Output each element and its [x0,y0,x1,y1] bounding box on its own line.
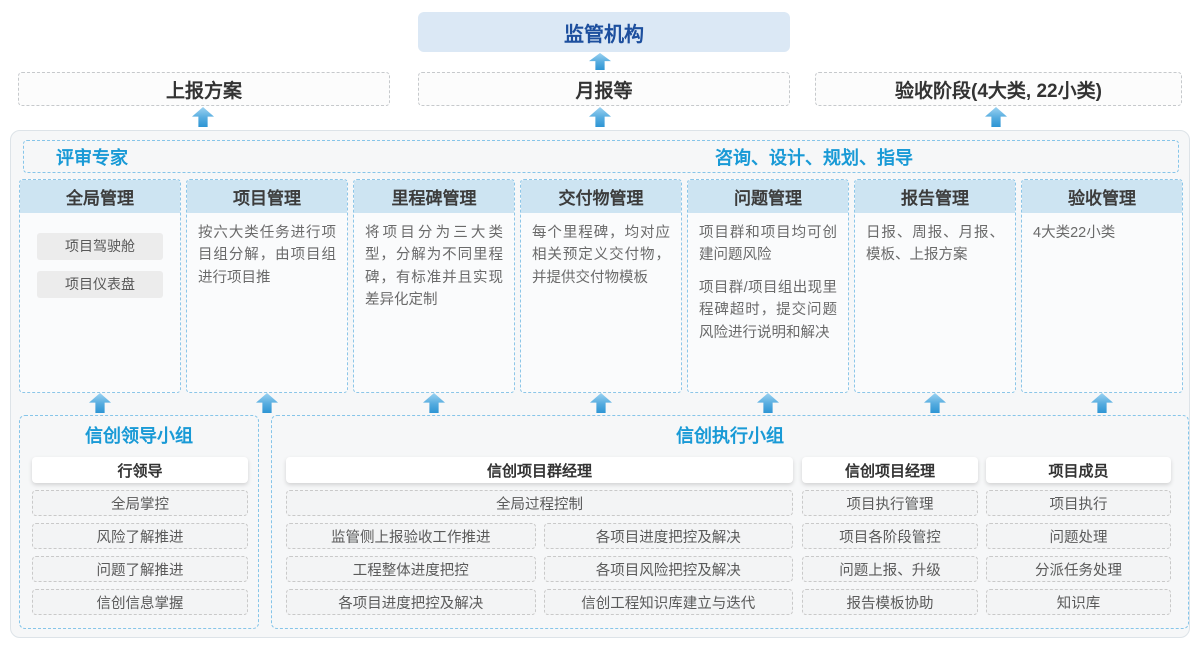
duty-item: 信创工程知识库建立与迭代 [543,589,793,615]
program-manager-col2: 各项目进度把控及解决 各项目风险把控及解决 信创工程知识库建立与迭代 [543,523,793,615]
duty-item: 风险了解推进 [32,523,248,549]
duty-item: 知识库 [986,589,1171,615]
column-title: 里程碑管理 [354,180,514,213]
report-box-plan: 上报方案 [18,72,390,106]
arrow-up-icon [589,53,611,70]
column-body: 项目群和项目均可创建问题风险 项目群/项目组出现里程碑超时，提交问题风险进行说明… [688,213,848,353]
column-body: 将项目分为三大类型，分解为不同里程碑，有标准并且实现差异化定制 [354,213,514,321]
role-header: 行领导 [32,457,248,483]
arrow-up-icon [89,393,111,413]
duty-item: 工程整体进度把控 [286,556,536,582]
program-manager-col1: 监管侧上报验收工作推进 工程整体进度把控 各项目进度把控及解决 [286,523,536,615]
column-issue-mgmt: 问题管理 项目群和项目均可创建问题风险 项目群/项目组出现里程碑超时，提交问题风… [687,179,849,393]
member-stack: 项目成员 项目执行 问题处理 分派任务处理 知识库 [986,457,1171,615]
report-box-monthly: 月报等 [418,72,790,106]
arrow-up-icon [924,393,946,413]
role-header: 信创项目经理 [802,457,978,483]
arrow-up-icon [423,393,445,413]
arrow-up-icon [757,393,779,413]
column-body: 4大类22小类 [1022,213,1182,253]
duty-item: 项目执行管理 [802,490,978,516]
column-body: 项目驾驶舱 项目仪表盘 [20,213,180,307]
program-manager-columns: 监管侧上报验收工作推进 工程整体进度把控 各项目进度把控及解决 各项目进度把控及… [286,523,793,615]
duty-item: 项目执行 [986,490,1171,516]
column-title: 问题管理 [688,180,848,213]
leader-group: 信创领导小组 行领导 全局掌控 风险了解推进 问题了解推进 信创信息掌握 [19,415,259,629]
arrow-up-icon [256,393,278,413]
project-manager-stack: 信创项目经理 项目执行管理 项目各阶段管控 问题上报、升级 报告模板协助 [802,457,978,615]
column-title: 项目管理 [187,180,347,213]
column-item: 项目仪表盘 [37,271,163,298]
duty-item: 信创信息掌握 [32,589,248,615]
duty-item: 各项目进度把控及解决 [543,523,793,549]
arrow-up-icon [985,107,1007,127]
duty-item: 各项目风险把控及解决 [543,556,793,582]
column-body: 按六大类任务进行项目组分解，由项目组进行项目推 [187,213,347,298]
column-paragraph: 日报、周报、月报、模板、上报方案 [866,225,1004,264]
duty-item: 报告模板协助 [802,589,978,615]
duty-item: 各项目进度把控及解决 [286,589,536,615]
leader-group-stack: 行领导 全局掌控 风险了解推进 问题了解推进 信创信息掌握 [32,457,248,615]
experts-label: 评审专家 [56,147,128,168]
report-box-acceptance: 验收阶段(4大类, 22小类) [815,72,1182,106]
role-header: 项目成员 [986,457,1171,483]
column-project-mgmt: 项目管理 按六大类任务进行项目组分解，由项目组进行项目推 [186,179,348,393]
program-manager-stack: 信创项目群经理 全局过程控制 监管侧上报验收工作推进 工程整体进度把控 各项目进… [286,457,793,615]
exec-group-title: 信创执行小组 [676,426,784,446]
column-report-mgmt: 报告管理 日报、周报、月报、模板、上报方案 [854,179,1016,393]
duty-item: 全局过程控制 [286,490,793,516]
duty-item: 全局掌控 [32,490,248,516]
arrow-up-icon [192,107,214,127]
duty-item: 问题上报、升级 [802,556,978,582]
duty-item: 分派任务处理 [986,556,1171,582]
duty-item: 监管侧上报验收工作推进 [286,523,536,549]
column-item: 项目驾驶舱 [37,233,163,260]
arrow-up-icon [1091,393,1113,413]
column-milestone-mgmt: 里程碑管理 将项目分为三大类型，分解为不同里程碑，有标准并且实现差异化定制 [353,179,515,393]
column-body: 每个里程碑，均对应相关预定义交付物，并提供交付物模板 [521,213,681,298]
regulator-box: 监管机构 [418,12,790,52]
column-acceptance-mgmt: 验收管理 4大类22小类 [1021,179,1183,393]
duty-item: 问题处理 [986,523,1171,549]
column-global-mgmt: 全局管理 项目驾驶舱 项目仪表盘 [19,179,181,393]
experts-strip: 评审专家 咨询、设计、规划、指导 [23,140,1179,173]
duty-item: 问题了解推进 [32,556,248,582]
leader-group-title: 信创领导小组 [85,426,193,446]
column-paragraph: 将项目分为三大类型，分解为不同里程碑，有标准并且实现差异化定制 [365,225,503,309]
exec-group: 信创执行小组 信创项目群经理 全局过程控制 监管侧上报验收工作推进 工程整体进度… [271,415,1189,629]
column-paragraph: 项目群和项目均可创建问题风险 [699,225,837,264]
consulting-label: 咨询、设计、规划、指导 [715,147,913,168]
column-title: 交付物管理 [521,180,681,213]
column-paragraph: 按六大类任务进行项目组分解，由项目组进行项目推 [198,225,336,286]
arrow-up-icon [589,107,611,127]
platform-container: 评审专家 咨询、设计、规划、指导 全局管理 项目驾驶舱 项目仪表盘 项目管理 按… [10,130,1190,638]
arrow-up-icon [590,393,612,413]
column-paragraph: 项目群/项目组出现里程碑超时，提交问题风险进行说明和解决 [699,279,837,341]
duty-item: 项目各阶段管控 [802,523,978,549]
role-header: 信创项目群经理 [286,457,793,483]
column-paragraph: 每个里程碑，均对应相关预定义交付物，并提供交付物模板 [532,225,670,286]
column-paragraph: 4大类22小类 [1033,225,1116,241]
column-title: 验收管理 [1022,180,1182,213]
column-title: 报告管理 [855,180,1015,213]
management-columns: 全局管理 项目驾驶舱 项目仪表盘 项目管理 按六大类任务进行项目组分解，由项目组… [19,179,1183,393]
column-deliverable-mgmt: 交付物管理 每个里程碑，均对应相关预定义交付物，并提供交付物模板 [520,179,682,393]
column-title: 全局管理 [20,180,180,213]
column-body: 日报、周报、月报、模板、上报方案 [855,213,1015,276]
